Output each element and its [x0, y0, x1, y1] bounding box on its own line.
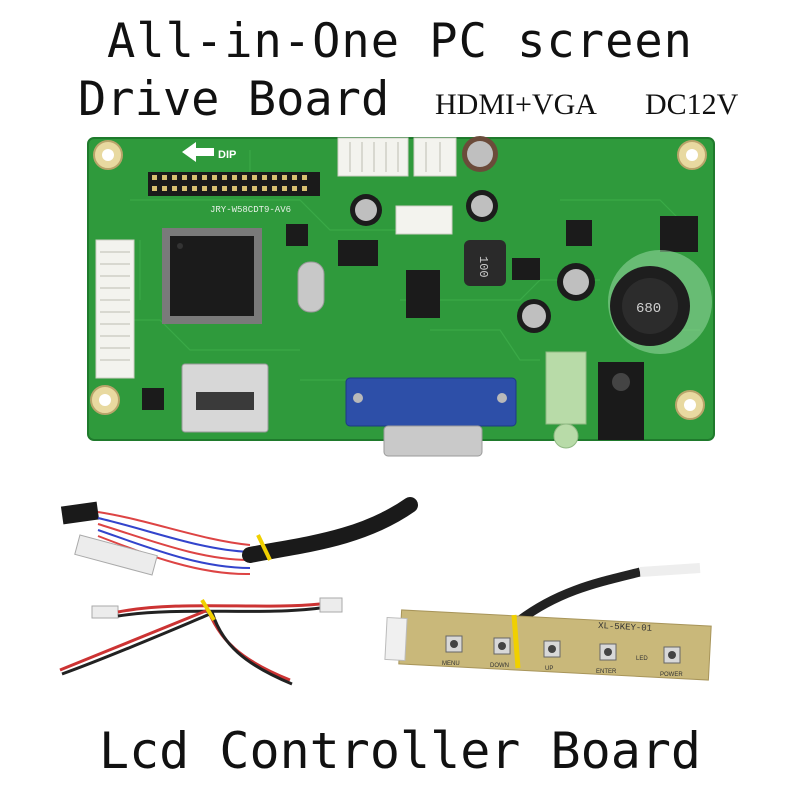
ic-chip	[566, 220, 592, 246]
key-enter	[599, 643, 617, 661]
key-down	[493, 637, 511, 655]
crystal	[297, 261, 325, 313]
svg-text:100: 100	[476, 256, 490, 278]
controller-pcb: DIP JRY-W58CDT9-AV6	[87, 136, 715, 457]
vga-port	[345, 377, 517, 457]
capacitor	[350, 194, 382, 226]
svg-text:680: 680	[636, 301, 661, 317]
connector	[413, 137, 457, 177]
mounting-hole	[675, 390, 705, 420]
key-power	[663, 646, 681, 664]
interface-label: HDMI+VGA	[435, 88, 597, 121]
dip-arrow-icon	[182, 142, 214, 162]
ic-chip	[286, 224, 308, 246]
capacitor	[462, 136, 498, 172]
key-label-enter: ENTER	[596, 669, 617, 675]
ic-chip	[512, 258, 540, 280]
mounting-hole	[93, 140, 123, 170]
audio-jack	[545, 351, 587, 449]
capacitor	[557, 263, 595, 301]
ic-chip	[660, 216, 698, 252]
connector	[395, 205, 453, 235]
lvds-cable	[60, 497, 418, 576]
pin-header	[148, 172, 320, 196]
inductor-large: 680	[608, 250, 712, 354]
capacitor	[466, 190, 498, 222]
capacitor	[517, 299, 551, 333]
title-line-1: All-in-One PC screen	[107, 14, 693, 69]
mounting-hole	[677, 140, 707, 170]
key-label-down: DOWN	[490, 663, 509, 669]
key-label-menu: MENU	[442, 661, 460, 667]
keypad-board: XL-5KEY-01 MENU DOWN UP ENTER POWER LED	[384, 563, 712, 681]
ic-chip	[338, 240, 378, 266]
dip-label: DIP	[218, 149, 236, 161]
led-label: LED	[636, 656, 648, 662]
lvds-connector	[95, 239, 135, 379]
ic-chip	[406, 270, 440, 318]
hdmi-port	[181, 363, 269, 433]
power-label: DC12V	[645, 88, 739, 121]
key-menu	[445, 635, 463, 653]
mounting-hole	[90, 385, 120, 415]
title-line-2: Drive Board	[78, 72, 390, 127]
dc-power-jack	[598, 362, 644, 440]
ic-chip	[142, 388, 164, 410]
footer-caption: Lcd Controller Board	[98, 722, 702, 780]
backlight-cable	[59, 597, 343, 686]
key-up	[543, 640, 561, 658]
inductor-small: 100	[464, 240, 506, 286]
keypad-model: XL-5KEY-01	[598, 621, 652, 634]
board-model: JRY-W58CDT9-AV6	[210, 205, 291, 215]
key-label-power: POWER	[660, 672, 683, 678]
key-label-up: UP	[545, 666, 553, 672]
connector	[337, 137, 409, 177]
main-chip	[162, 228, 262, 324]
